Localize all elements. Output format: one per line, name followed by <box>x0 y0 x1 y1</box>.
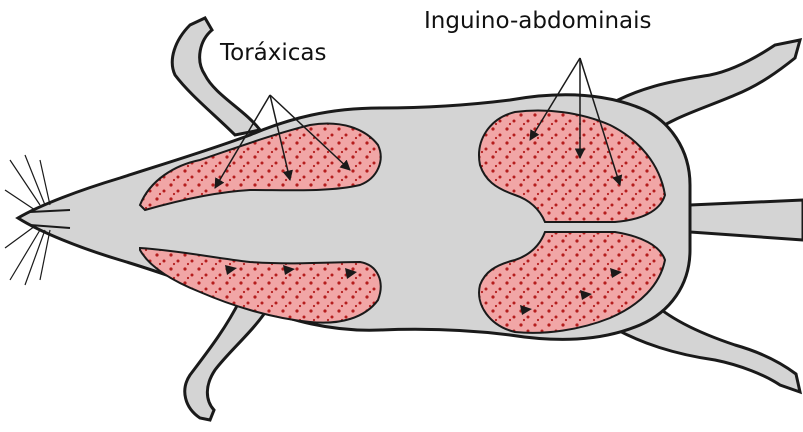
label-thoracic: Toráxicas <box>220 40 327 66</box>
front-right-leg <box>185 300 270 420</box>
label-inguinal-abdominal: Inguino-abdominais <box>424 8 652 34</box>
tail <box>690 200 803 240</box>
front-left-leg <box>172 18 260 135</box>
